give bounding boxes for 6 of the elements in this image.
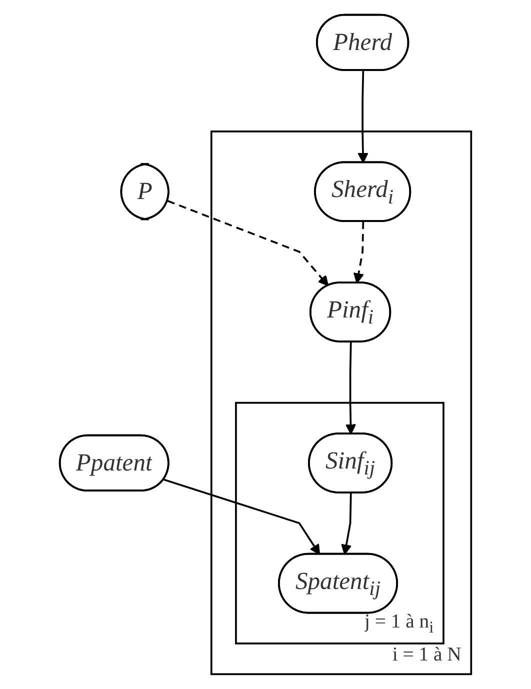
arrow bbox=[353, 222, 364, 284]
arrow bbox=[167, 200, 329, 286]
arrow bbox=[345, 342, 356, 435]
arrow bbox=[341, 493, 352, 555]
arrow bbox=[164, 478, 320, 555]
arrow bbox=[358, 70, 368, 164]
